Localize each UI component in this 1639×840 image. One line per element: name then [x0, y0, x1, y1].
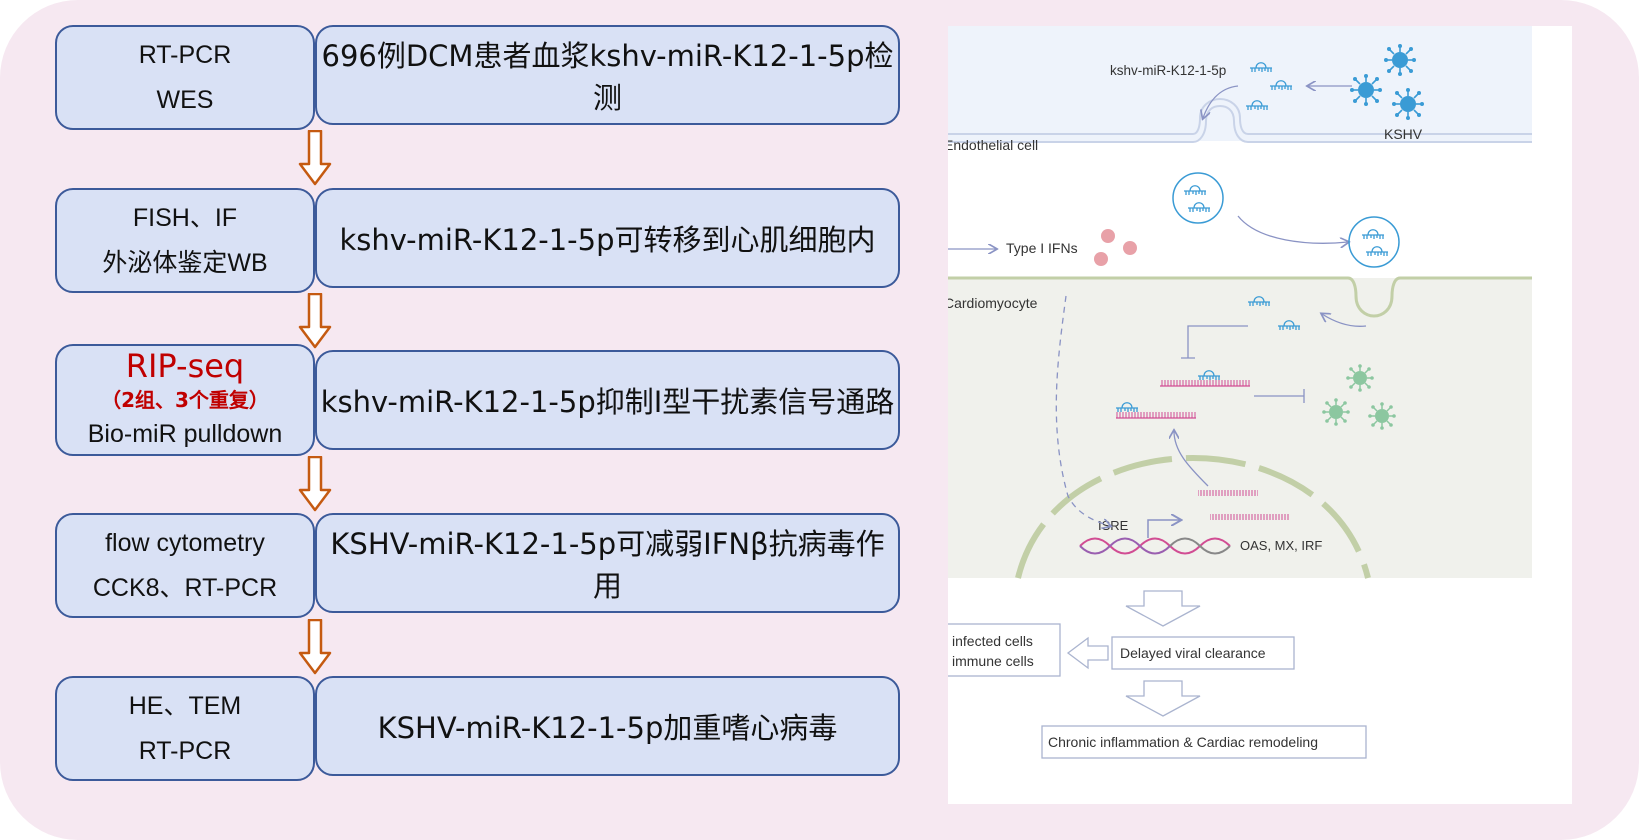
methods-line: HE、TEM	[128, 691, 242, 720]
virus-green-icon	[1345, 363, 1375, 393]
methods-line: WES	[156, 85, 214, 114]
down-arrow-icon	[298, 456, 332, 512]
methods-line: Bio-miR pulldown	[87, 420, 283, 448]
ifn-dot	[1123, 241, 1137, 255]
delayed-clearance-label: Delayed viral clearance	[1120, 645, 1266, 661]
kshv-virus-icon	[1383, 43, 1417, 77]
infected-cells-box	[948, 623, 1061, 677]
methods-line: 外泌体鉴定WB	[102, 248, 268, 277]
finding-text: kshv-miR-K12-1-5p可转移到心肌细胞内	[339, 223, 876, 257]
methods-box-3: RIP-seq （2组、3个重复） Bio-miR pulldown	[55, 344, 315, 456]
nucleus	[1015, 454, 1371, 579]
finding-box-5: KSHV-miR-K12-1-5p加重嗜心病毒	[315, 676, 900, 776]
kshv-virus-icon	[1349, 73, 1383, 107]
infected-cells-label: infected cells	[952, 633, 1033, 649]
endothelial-label: Endothelial cell	[948, 137, 1038, 153]
rip-seq-label: RIP-seq	[125, 347, 245, 385]
cardiomyocyte-label: Cardiomyocyte	[948, 295, 1038, 311]
methods-line: RT-PCR	[138, 40, 232, 69]
ifn-dot	[1094, 252, 1108, 266]
ifn-label: Type I IFNs	[1006, 240, 1078, 256]
finding-box-4: KSHV-miR-K12-1-5p可减弱IFNβ抗病毒作用	[315, 513, 900, 613]
exosome	[1172, 172, 1224, 224]
methods-line: CCK8、RT-PCR	[92, 573, 278, 602]
finding-box-2: kshv-miR-K12-1-5p可转移到心肌细胞内	[315, 188, 900, 288]
mechanism-figure: Endothelial cell kshv-miR-K12-1-5p KSHV …	[948, 26, 1572, 804]
down-arrow-icon	[298, 293, 332, 349]
virus-green-icon	[1321, 397, 1351, 427]
cardiomyocyte	[948, 278, 1532, 578]
delayed-clearance-box	[1111, 636, 1295, 670]
mirna-label: kshv-miR-K12-1-5p	[1110, 63, 1226, 78]
methods-line: flow cytometry	[105, 528, 265, 557]
endothelial-membrane	[948, 97, 1532, 135]
chronic-inflammation-box	[1041, 725, 1367, 759]
methods-line: RT-PCR	[138, 736, 232, 765]
methods-box-4: flow cytometry CCK8、RT-PCR	[55, 513, 315, 618]
down-arrow-icon	[298, 619, 332, 675]
immune-cells-label: immune cells	[952, 653, 1034, 669]
kshv-label: KSHV	[1384, 126, 1423, 142]
cardiomyocyte-membrane	[948, 276, 1532, 318]
methods-box-1: RT-PCR WES	[55, 25, 315, 130]
methods-box-2: FISH、IF 外泌体鉴定WB	[55, 188, 315, 293]
finding-text: kshv-miR-K12-1-5p抑制I型干扰素信号通路	[320, 385, 895, 419]
methods-box-5: HE、TEM RT-PCR	[55, 676, 315, 781]
chronic-inflammation-label: Chronic inflammation & Cardiac remodelin…	[1048, 734, 1318, 750]
genes-label: OAS, MX, IRF	[1240, 538, 1322, 553]
finding-text: 696例DCM患者血浆kshv-miR-K12-1-5p检测	[321, 39, 894, 115]
finding-text: KSHV-miR-K12-1-5p加重嗜心病毒	[377, 711, 838, 745]
exosome	[1348, 216, 1400, 268]
ifn-dot	[1101, 229, 1115, 243]
finding-box-1: 696例DCM患者血浆kshv-miR-K12-1-5p检测	[315, 25, 900, 125]
replicates-label: （2组、3个重复）	[101, 388, 269, 412]
finding-box-3: kshv-miR-K12-1-5p抑制I型干扰素信号通路	[315, 350, 900, 450]
methods-line: FISH、IF	[132, 203, 238, 232]
dna-helix	[1079, 537, 1231, 555]
virus-green-icon	[1367, 401, 1397, 431]
down-arrow-icon	[298, 130, 332, 186]
finding-text: KSHV-miR-K12-1-5p可减弱IFNβ抗病毒作用	[330, 527, 885, 603]
isre-label: ISRE	[1098, 518, 1129, 533]
kshv-virus-icon	[1391, 87, 1425, 121]
